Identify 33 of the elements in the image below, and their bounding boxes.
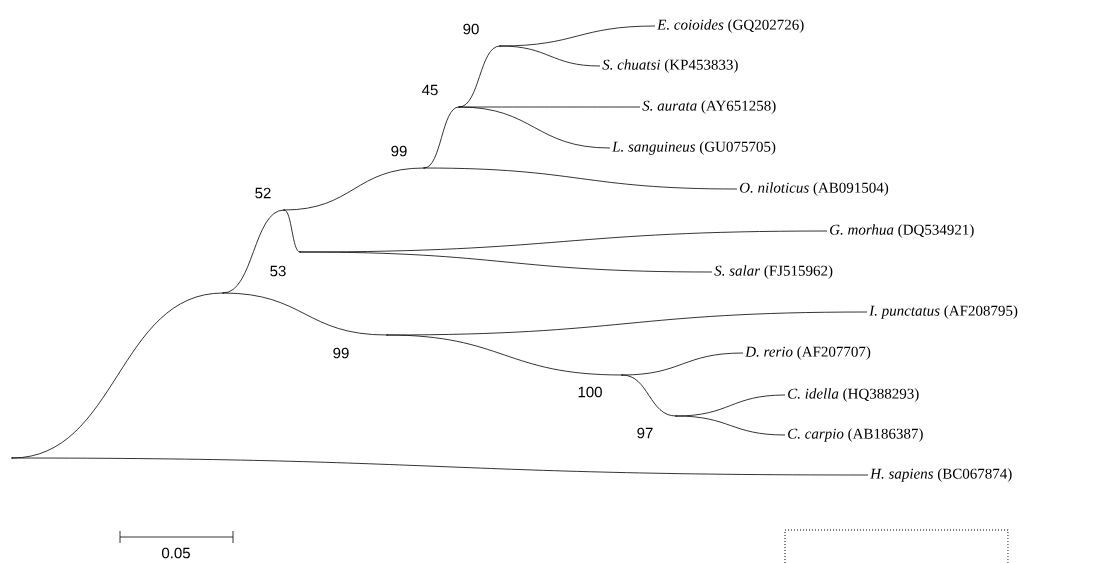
taxon-label: I. punctatus (AF208795) [869,305,1018,319]
branch-line [283,167,425,211]
bootstrap-value: 99 [333,347,349,359]
taxon-label: D. rerio (AF207707) [745,346,871,360]
branch-line [299,251,713,273]
branch-line [621,374,677,417]
branch-line [423,167,738,190]
bootstrap-value: 100 [578,386,602,398]
scale-label: 0.05 [162,547,190,559]
taxon-label: H. sapiens (BC067874) [870,468,1012,482]
branch-line [675,415,786,436]
bootstrap-value: 45 [422,84,438,96]
taxon-label: G. morhua (DQ534921) [830,224,974,238]
branch-line [283,209,301,253]
taxon-label: S. salar (FJ515962) [714,265,833,279]
branch-line [386,334,623,376]
bootstrap-value: 97 [637,427,653,439]
branch-line [458,106,611,149]
taxon-label: S. chuatsi (KP453833) [602,59,738,73]
taxon-label: S. aurata (AY651258) [642,100,776,114]
branch-line [222,292,388,336]
branch-line [621,352,744,376]
bootstrap-value: 53 [270,265,286,277]
branch-line [499,45,601,67]
taxon-label: C. carpio (AB186387) [788,428,923,442]
bootstrap-value: 90 [463,23,479,35]
taxon-label: L. sanguineus (GU075705) [612,141,776,155]
branch-line [11,457,869,476]
taxon-label: E. coioides (GQ202726) [657,19,804,33]
bootstrap-value: 99 [391,145,407,157]
taxon-label: O. niloticus (AB091504) [739,182,889,196]
bootstrap-value: 52 [255,187,271,199]
taxon-label: C. idella (HQ388293) [788,388,919,402]
